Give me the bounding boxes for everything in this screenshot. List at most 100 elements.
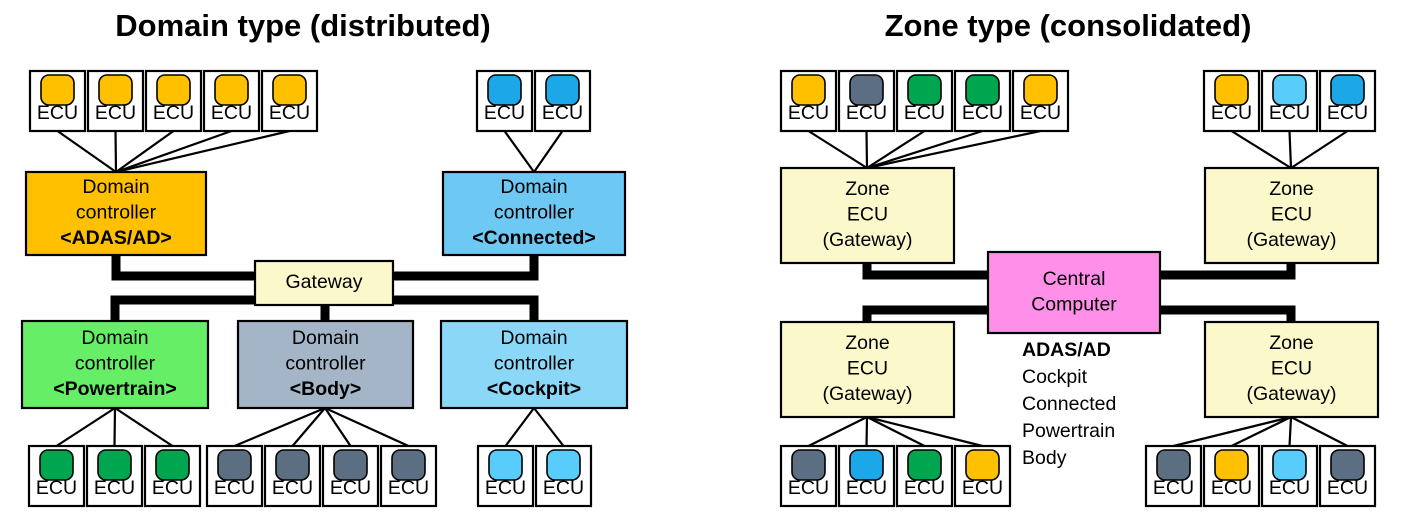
ecu-node[interactable]: ECU	[86, 69, 145, 133]
ecu-node[interactable]: ECU	[1202, 69, 1261, 133]
ecu-node[interactable]: ECU	[779, 444, 838, 508]
ecu-group-body-link	[234, 406, 326, 448]
zone-ecu-gateway-top-left-label-0: Zone	[845, 178, 889, 200]
ecu-node[interactable]: ECU	[534, 444, 593, 508]
ecu-node[interactable]: ECU	[533, 69, 592, 133]
ecu-node[interactable]: ECU	[1260, 69, 1319, 133]
ecu-node[interactable]: ECU	[476, 444, 535, 508]
domain-controller-cockpit-box	[439, 319, 629, 410]
ecu-node[interactable]: ECU	[1011, 69, 1070, 133]
zone-ecu-gateway-top-right-label-1: ECU	[1271, 204, 1312, 226]
ecu-node[interactable]: ECU	[263, 444, 322, 508]
ecu-group-zone-top-right-link	[1230, 130, 1292, 169]
zone-ecu-gateway-bottom-right-label-1: ECU	[1271, 358, 1312, 380]
ecu-group-adas-link	[115, 129, 290, 174]
ecu-node[interactable]: ECU	[28, 69, 87, 133]
ecu-node[interactable]: ECU	[953, 69, 1012, 133]
ecu-label: ECU	[152, 477, 193, 499]
ecu-color-swatch-slate	[1156, 449, 1191, 481]
domain-controller-adas-box	[24, 170, 208, 257]
function-item-adas-ad: ADAS/AD	[1022, 339, 1111, 361]
ecu-group-zone-bottom-right-link	[1288, 416, 1293, 447]
zone-ecu-gateway-top-left-label-2: (Gateway)	[823, 229, 913, 251]
domain-controller-connected-label-2: <Connected>	[472, 227, 596, 249]
zone-ecu-gateway-bottom-left-label-0: Zone	[845, 332, 889, 354]
ecu-node[interactable]: ECU	[205, 444, 264, 508]
ecu-label: ECU	[1269, 102, 1310, 124]
ecu-node[interactable]: ECU	[1144, 444, 1203, 508]
ecu-group-zone-top-left-link	[807, 130, 868, 169]
zone-ecu-gateway-bottom-right-label-0: Zone	[1269, 332, 1313, 354]
title-layer: Domain type (distributed)Zone type (cons…	[115, 8, 1251, 43]
ecu-node[interactable]: ECU	[260, 69, 319, 133]
ecu-node[interactable]: ECU	[779, 69, 838, 133]
zone-ecu-gateway-bottom-right-box	[1203, 320, 1380, 419]
ecu-color-swatch-orange	[965, 449, 1000, 481]
ecu-group-zone-top-left-link	[865, 130, 869, 169]
ecu-node[interactable]: ECU	[895, 444, 954, 508]
ecu-group-adas-link	[115, 130, 175, 173]
domain-controller-cockpit-label-2: <Cockpit>	[487, 378, 581, 400]
ecu-node[interactable]: ECU	[1318, 69, 1377, 133]
ecu-label: ECU	[904, 477, 945, 499]
domain-controller-adas-label-2: <ADAS/AD>	[60, 227, 172, 249]
ecu-node[interactable]: ECU	[895, 69, 954, 133]
ecu-color-swatch-green	[155, 449, 190, 481]
ecu-group-adas-link	[114, 130, 118, 173]
ecu-label: ECU	[37, 102, 78, 124]
ecu-label: ECU	[388, 477, 429, 499]
ecu-node[interactable]: ECU	[202, 69, 261, 133]
ecu-node[interactable]: ECU	[837, 69, 896, 133]
zone-ecu-gateway-top-left-box	[779, 166, 956, 265]
function-item-connected: Connected	[1022, 393, 1116, 415]
central-computer-label-1: Computer	[1031, 293, 1117, 315]
ecu-label: ECU	[269, 102, 310, 124]
ecu-label: ECU	[962, 102, 1003, 124]
ecu-color-swatch-green	[907, 449, 942, 481]
ecu-label: ECU	[485, 477, 526, 499]
ecu-node[interactable]: ECU	[1318, 444, 1377, 508]
ecu-node[interactable]: ECU	[85, 444, 144, 508]
domain-controller-body-label-2: <Body>	[290, 378, 362, 400]
ecu-color-swatch-cyan	[546, 449, 581, 481]
ecu-label: ECU	[214, 477, 255, 499]
ecu-node[interactable]: ECU	[379, 444, 438, 508]
ecu-group-connected: ECU ECU	[475, 69, 592, 133]
ecu-group-zone-top-left-link	[866, 130, 926, 169]
domain-controller-connected-box	[441, 170, 627, 257]
ecu-color-swatch-cyan	[1272, 74, 1307, 106]
ecu-node[interactable]: ECU	[1202, 444, 1261, 508]
central-computer-box	[986, 250, 1162, 335]
zone-ecu-gateway-top-right-box	[1203, 166, 1380, 265]
domain-controller-body-box	[236, 319, 415, 410]
ecu-label: ECU	[788, 102, 829, 124]
ecu-color-swatch-slate	[333, 449, 368, 481]
ecu-group-zone-bottom-right-link	[1290, 416, 1349, 447]
panel-title-zone: Zone type (consolidated)	[885, 8, 1252, 43]
ecu-node[interactable]: ECU	[27, 444, 86, 508]
ecu-node[interactable]: ECU	[953, 444, 1012, 508]
ecu-node[interactable]: ECU	[143, 444, 202, 508]
ecu-node[interactable]: ECU	[837, 444, 896, 508]
ecu-color-swatch-slate	[217, 449, 252, 481]
ecu-node[interactable]: ECU	[475, 69, 534, 133]
ecu-node[interactable]: ECU	[1260, 444, 1319, 508]
ecu-node[interactable]: ECU	[144, 69, 203, 133]
ecu-color-swatch-orange	[40, 74, 75, 106]
ecu-label: ECU	[543, 477, 584, 499]
function-item-body: Body	[1022, 447, 1067, 469]
ecu-color-swatch-orange	[156, 74, 191, 106]
ecu-group-powertrain-link	[114, 407, 174, 447]
ecu-label: ECU	[542, 102, 583, 124]
zone-ecu-gateway-top-right-label-2: (Gateway)	[1247, 229, 1337, 251]
ecu-node[interactable]: ECU	[321, 444, 380, 508]
ecu-color-swatch-slate	[275, 449, 310, 481]
